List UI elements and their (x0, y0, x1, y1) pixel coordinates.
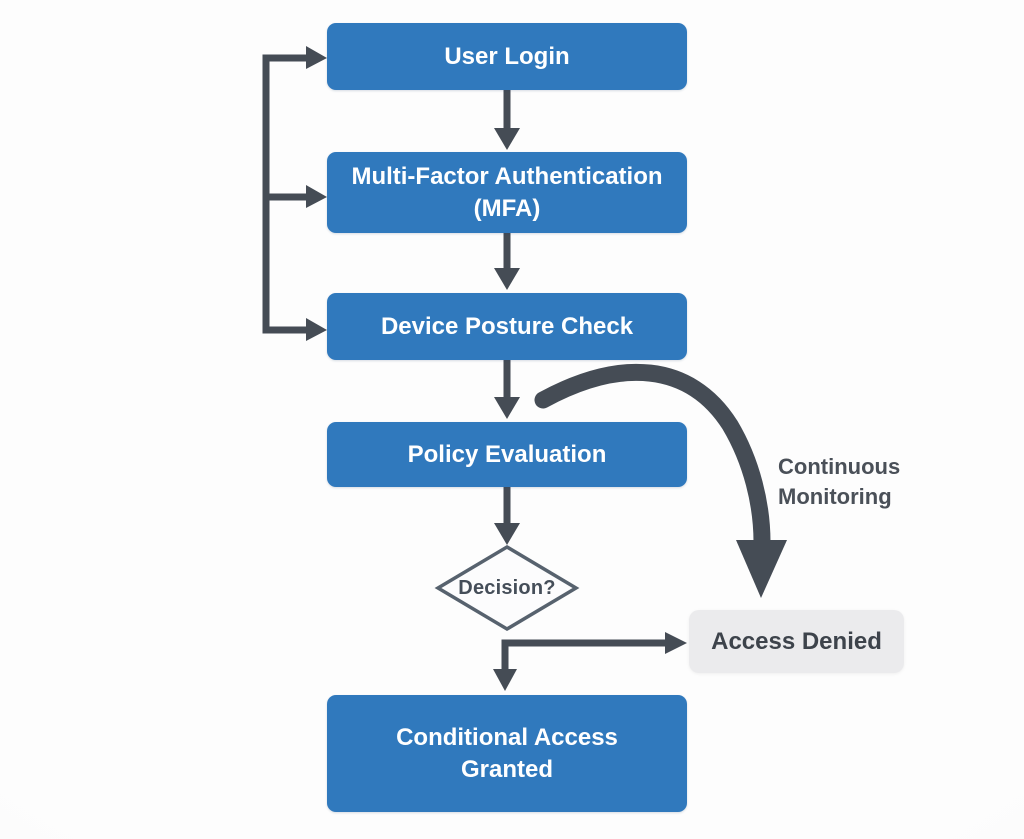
arrowhead-decision-denied (665, 632, 687, 654)
arrowhead-decision-granted (493, 669, 517, 691)
arrowhead-login-mfa (494, 128, 520, 150)
arrowhead-mfa-device (494, 268, 520, 290)
arrowhead-into-login (306, 46, 327, 69)
arrowhead-device-policy (494, 397, 520, 419)
node-access-denied: Access Denied (689, 610, 904, 673)
continuous-monitoring-label: Continuous Monitoring (778, 454, 901, 509)
feedback-loop-line (262, 54, 306, 334)
node-policy-evaluation-label: Policy Evaluation (407, 440, 607, 468)
node-device-posture-check-label: Device Posture Check (380, 312, 634, 340)
arrowhead-into-device (306, 318, 327, 341)
node-user-login: User Login (327, 23, 687, 90)
node-conditional-access-granted: Conditional Access Granted (327, 695, 687, 812)
connector-decision-branch (501, 639, 668, 672)
arrowhead-policy-decision (494, 523, 520, 545)
continuous-monitoring-arrowhead (736, 540, 787, 598)
node-user-login-label: User Login (444, 42, 570, 70)
node-decision-label: Decision? (458, 576, 556, 599)
node-conditional-access-granted-label: Conditional Access Granted (396, 723, 618, 783)
node-device-posture-check: Device Posture Check (327, 293, 687, 360)
node-access-denied-label: Access Denied (711, 627, 882, 655)
node-mfa-label: Multi-Factor Authentication (MFA) (351, 162, 663, 222)
node-policy-evaluation: Policy Evaluation (327, 422, 687, 487)
node-mfa: Multi-Factor Authentication (MFA) (327, 152, 687, 233)
arrowhead-into-mfa (306, 185, 327, 208)
